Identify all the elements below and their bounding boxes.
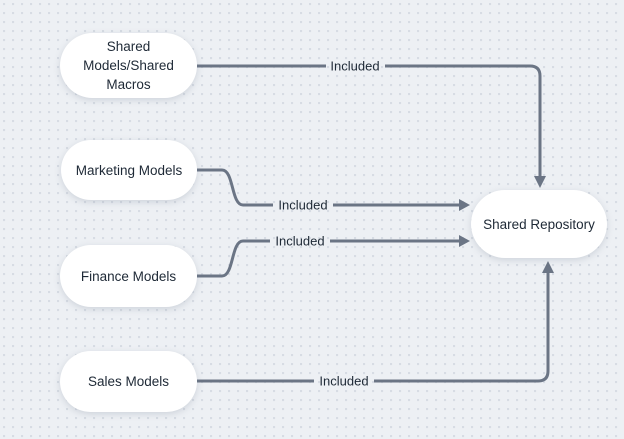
node-shared-models-macros: Shared Models/Shared Macros <box>60 33 197 98</box>
edge-label-included-sales: Included <box>319 373 369 389</box>
arrowhead-right-icon <box>459 235 470 247</box>
arrowhead-down-icon <box>534 176 546 188</box>
arrowhead-right-icon <box>459 199 470 211</box>
arrowhead-up-icon <box>542 261 554 273</box>
edge-label-included-marketing: Included <box>278 197 328 213</box>
edge-shared-models-line-b <box>385 64 542 177</box>
edge-marketing-line-a <box>197 168 273 207</box>
node-sales-models: Sales Models <box>60 351 197 412</box>
node-shared-repository: Shared Repository <box>471 190 607 258</box>
node-finance-models: Finance Models <box>60 245 197 307</box>
node-marketing-models: Marketing Models <box>61 140 197 200</box>
edge-label-included-top: Included <box>330 58 380 74</box>
edge-label-included-finance: Included <box>275 233 325 249</box>
edge-finance-line-a <box>197 239 270 278</box>
edge-sales-line-b <box>374 273 550 383</box>
